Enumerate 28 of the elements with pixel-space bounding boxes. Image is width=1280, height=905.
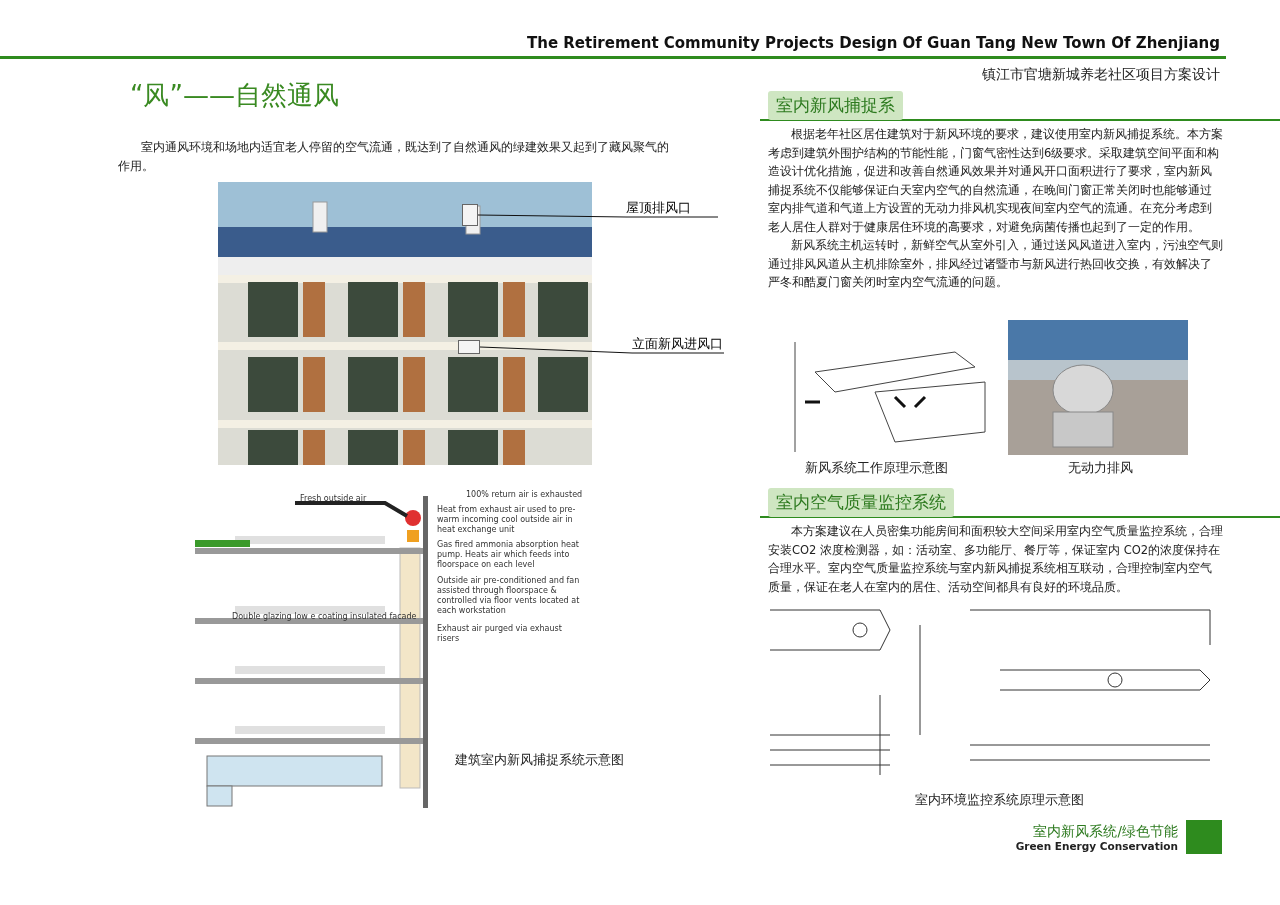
leader-line bbox=[479, 346, 725, 354]
diagram-label: Exhaust air purged via exhaust risers bbox=[437, 624, 563, 644]
footer-title: 室内新风系统/绿色节能 bbox=[1033, 823, 1178, 841]
diagram-label: 100% return air is exhausted bbox=[466, 490, 584, 500]
subtitle: 镇江市官塘新城养老社区项目方案设计 bbox=[982, 66, 1220, 84]
diagram-label: Heat from exhaust air used to pre-warm incoming cool outside air in heat exchange unit bbox=[437, 505, 577, 535]
section-heading: 室内新风捕捉系 bbox=[768, 91, 903, 120]
diagram-label: Double glazing low e coating insulated facade bbox=[232, 612, 418, 622]
figure-caption: 建筑室内新风捕捉系统示意图 bbox=[455, 752, 624, 769]
paragraph: 新风系统主机运转时，新鲜空气从室外引入，通过送风风道进入室内，污浊空气则通过排风风道从主机排除室外，排风经过诸暨市与新风进行热回收交换，有效解决了严冬和酷夏门窗关闭时室内空气流通的问题。 bbox=[768, 237, 1223, 291]
leader-line bbox=[477, 214, 719, 218]
paragraph: 根据老年社区居住建筑对于新风环境的要求，建议使用室内新风捕捉系统。本方案考虑到建筑外围护结构的节能性能，门窗气密性达到6级要求。采取建筑空间平面和构造设计优化措施，促进和改善自然通风效果并对通风开口面积进行了要求，室内新风捕捉系统不仅能够保证白天室内空气的自然流通，在晚间门窗正常关闭时也能够通过室内排气道和气道上方设置的无动力排风机实现夜间室内空气的流通。在充分考虑到老人居住人群对于健康居住环境的高要求，对避免病菌传播也起到了一定的作用。 bbox=[768, 126, 1223, 236]
footer-subtitle: Green Energy Conservation bbox=[1015, 840, 1178, 852]
diagram-label: Gas fired ammonia absorption heat pump. Heats air which feeds into floorspace on each level bbox=[437, 540, 580, 570]
figure-caption: 室内环境监控系统原理示意图 bbox=[915, 792, 1084, 809]
section-heading: “风”——自然通风 bbox=[130, 79, 339, 112]
figure-caption: 无动力排风 bbox=[1068, 460, 1133, 477]
paragraph: 本方案建议在人员密集功能房间和面积较大空间采用室内空气质量监控系统，合理安装CO2 浓度检测器，如：活动室、多功能厅、餐厅等，保证室内 CO2的浓度保持在合理水平。室内空气质量监控系统与室内新风捕捉系统相互联动，合理控制室内空气质量，保证在老人在室内的居住、活动空间都具有良好的环境品质。 bbox=[768, 523, 1223, 596]
vent-opening bbox=[458, 340, 480, 354]
paragraph: 室内通风环境和场地内适宜老人停留的空气流通，既达到了自然通风的绿建效果又起到了藏风聚气的作用。 bbox=[118, 139, 670, 175]
vent-opening bbox=[462, 204, 478, 226]
diagram-label: Outside air pre-conditioned and fan assisted through floorspace & controlled via floor vents located at each workstation bbox=[437, 576, 581, 616]
figure-caption: 新风系统工作原理示意图 bbox=[805, 460, 948, 477]
page-title: The Retirement Community Projects Design Of Guan Tang New Town Of Zhenjiang bbox=[527, 34, 1220, 52]
diagram-label: Fresh outside air bbox=[300, 494, 368, 504]
callout-label: 屋顶排风口 bbox=[626, 199, 718, 217]
callout-label: 立面新风进风口 bbox=[632, 335, 724, 353]
section-heading: 室内空气质量监控系统 bbox=[768, 488, 954, 517]
